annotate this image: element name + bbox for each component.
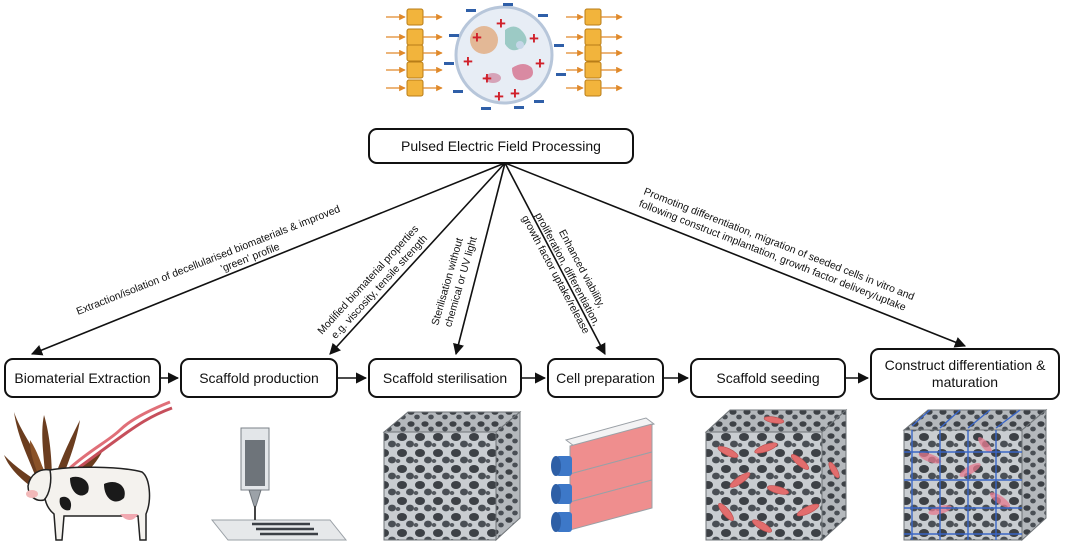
bioprinter-icon [210, 427, 348, 541]
svg-text:Promoting differentiation, mig: Promoting differentiation, migration of … [637, 186, 919, 317]
stage-cell-preparation: Cell preparation [547, 358, 664, 398]
right-electrodes [566, 8, 623, 97]
seeded-scaffold-icon [704, 408, 848, 542]
stage-label: Construct differentiation & maturation [884, 357, 1046, 390]
annotation-cell-preparation: Enhanced viability, proliferation, diffe… [519, 201, 615, 337]
stage-label: Scaffold production [199, 369, 319, 386]
electrode-icon [584, 8, 602, 97]
mesh-scaffold-icon [902, 408, 1048, 542]
stage-scaffold-production: Scaffold production [180, 358, 338, 398]
title-box: Pulsed Electric Field Processing [368, 128, 634, 164]
annotation-scaffold-production: Modified biomaterial properties e.g. vis… [315, 221, 432, 346]
cell-icon [454, 5, 554, 105]
extraction-illustration [4, 400, 173, 541]
annotation-construct: Promoting differentiation, migration of … [637, 186, 919, 317]
svg-text:Extraction/isolation of decell: Extraction/isolation of decellularised b… [75, 202, 350, 330]
radiating-arrows [30, 162, 967, 356]
svg-text:+: + [494, 87, 504, 106]
left-electrodes [386, 8, 443, 97]
porous-scaffold-icon [382, 410, 522, 542]
negative-charges [444, 3, 566, 110]
svg-text:+: + [463, 52, 473, 71]
stage-label: Scaffold seeding [716, 369, 820, 386]
svg-text:Modified biomaterial propertie: Modified biomaterial properties e.g. vis… [315, 221, 432, 346]
stage-label: Cell preparation [556, 369, 655, 386]
svg-text:Sterilisation without ch: Sterilisation without chemical or UV lig… [429, 232, 479, 331]
svg-text:+: + [496, 14, 506, 33]
culture-flask-icon [551, 417, 656, 532]
page-title: Pulsed Electric Field Processing [401, 137, 601, 154]
svg-text:+: + [529, 29, 539, 48]
stage-label: Scaffold sterilisation [382, 369, 508, 386]
stage-scaffold-sterilisation: Scaffold sterilisation [368, 358, 522, 398]
positive-charges: + + + + + + + + [463, 14, 545, 106]
stage-scaffold-seeding: Scaffold seeding [690, 358, 846, 398]
cow-icon [26, 466, 151, 541]
annotation-sterilisation: Sterilisation without chemical or UV lig… [429, 232, 479, 331]
annotation-extraction: Extraction/isolation of decellularised b… [75, 202, 350, 330]
svg-text:Enhanced viability, prol: Enhanced viability, proliferation, diffe… [519, 201, 615, 337]
electrode-icon [406, 8, 443, 97]
svg-text:+: + [482, 69, 492, 88]
annotation-line: Extraction/isolation of decellularised b… [75, 203, 342, 318]
svg-text:+: + [510, 84, 520, 103]
stage-biomaterial-extraction: Biomaterial Extraction [4, 358, 161, 398]
stage-construct-differentiation: Construct differentiation & maturation [870, 348, 1060, 400]
svg-text:+: + [472, 28, 482, 47]
collagen-strand-icon [68, 400, 173, 476]
svg-text:+: + [535, 54, 545, 73]
stage-label: Biomaterial Extraction [14, 369, 151, 386]
pef-illustration: + + + + + + + + [386, 3, 623, 110]
